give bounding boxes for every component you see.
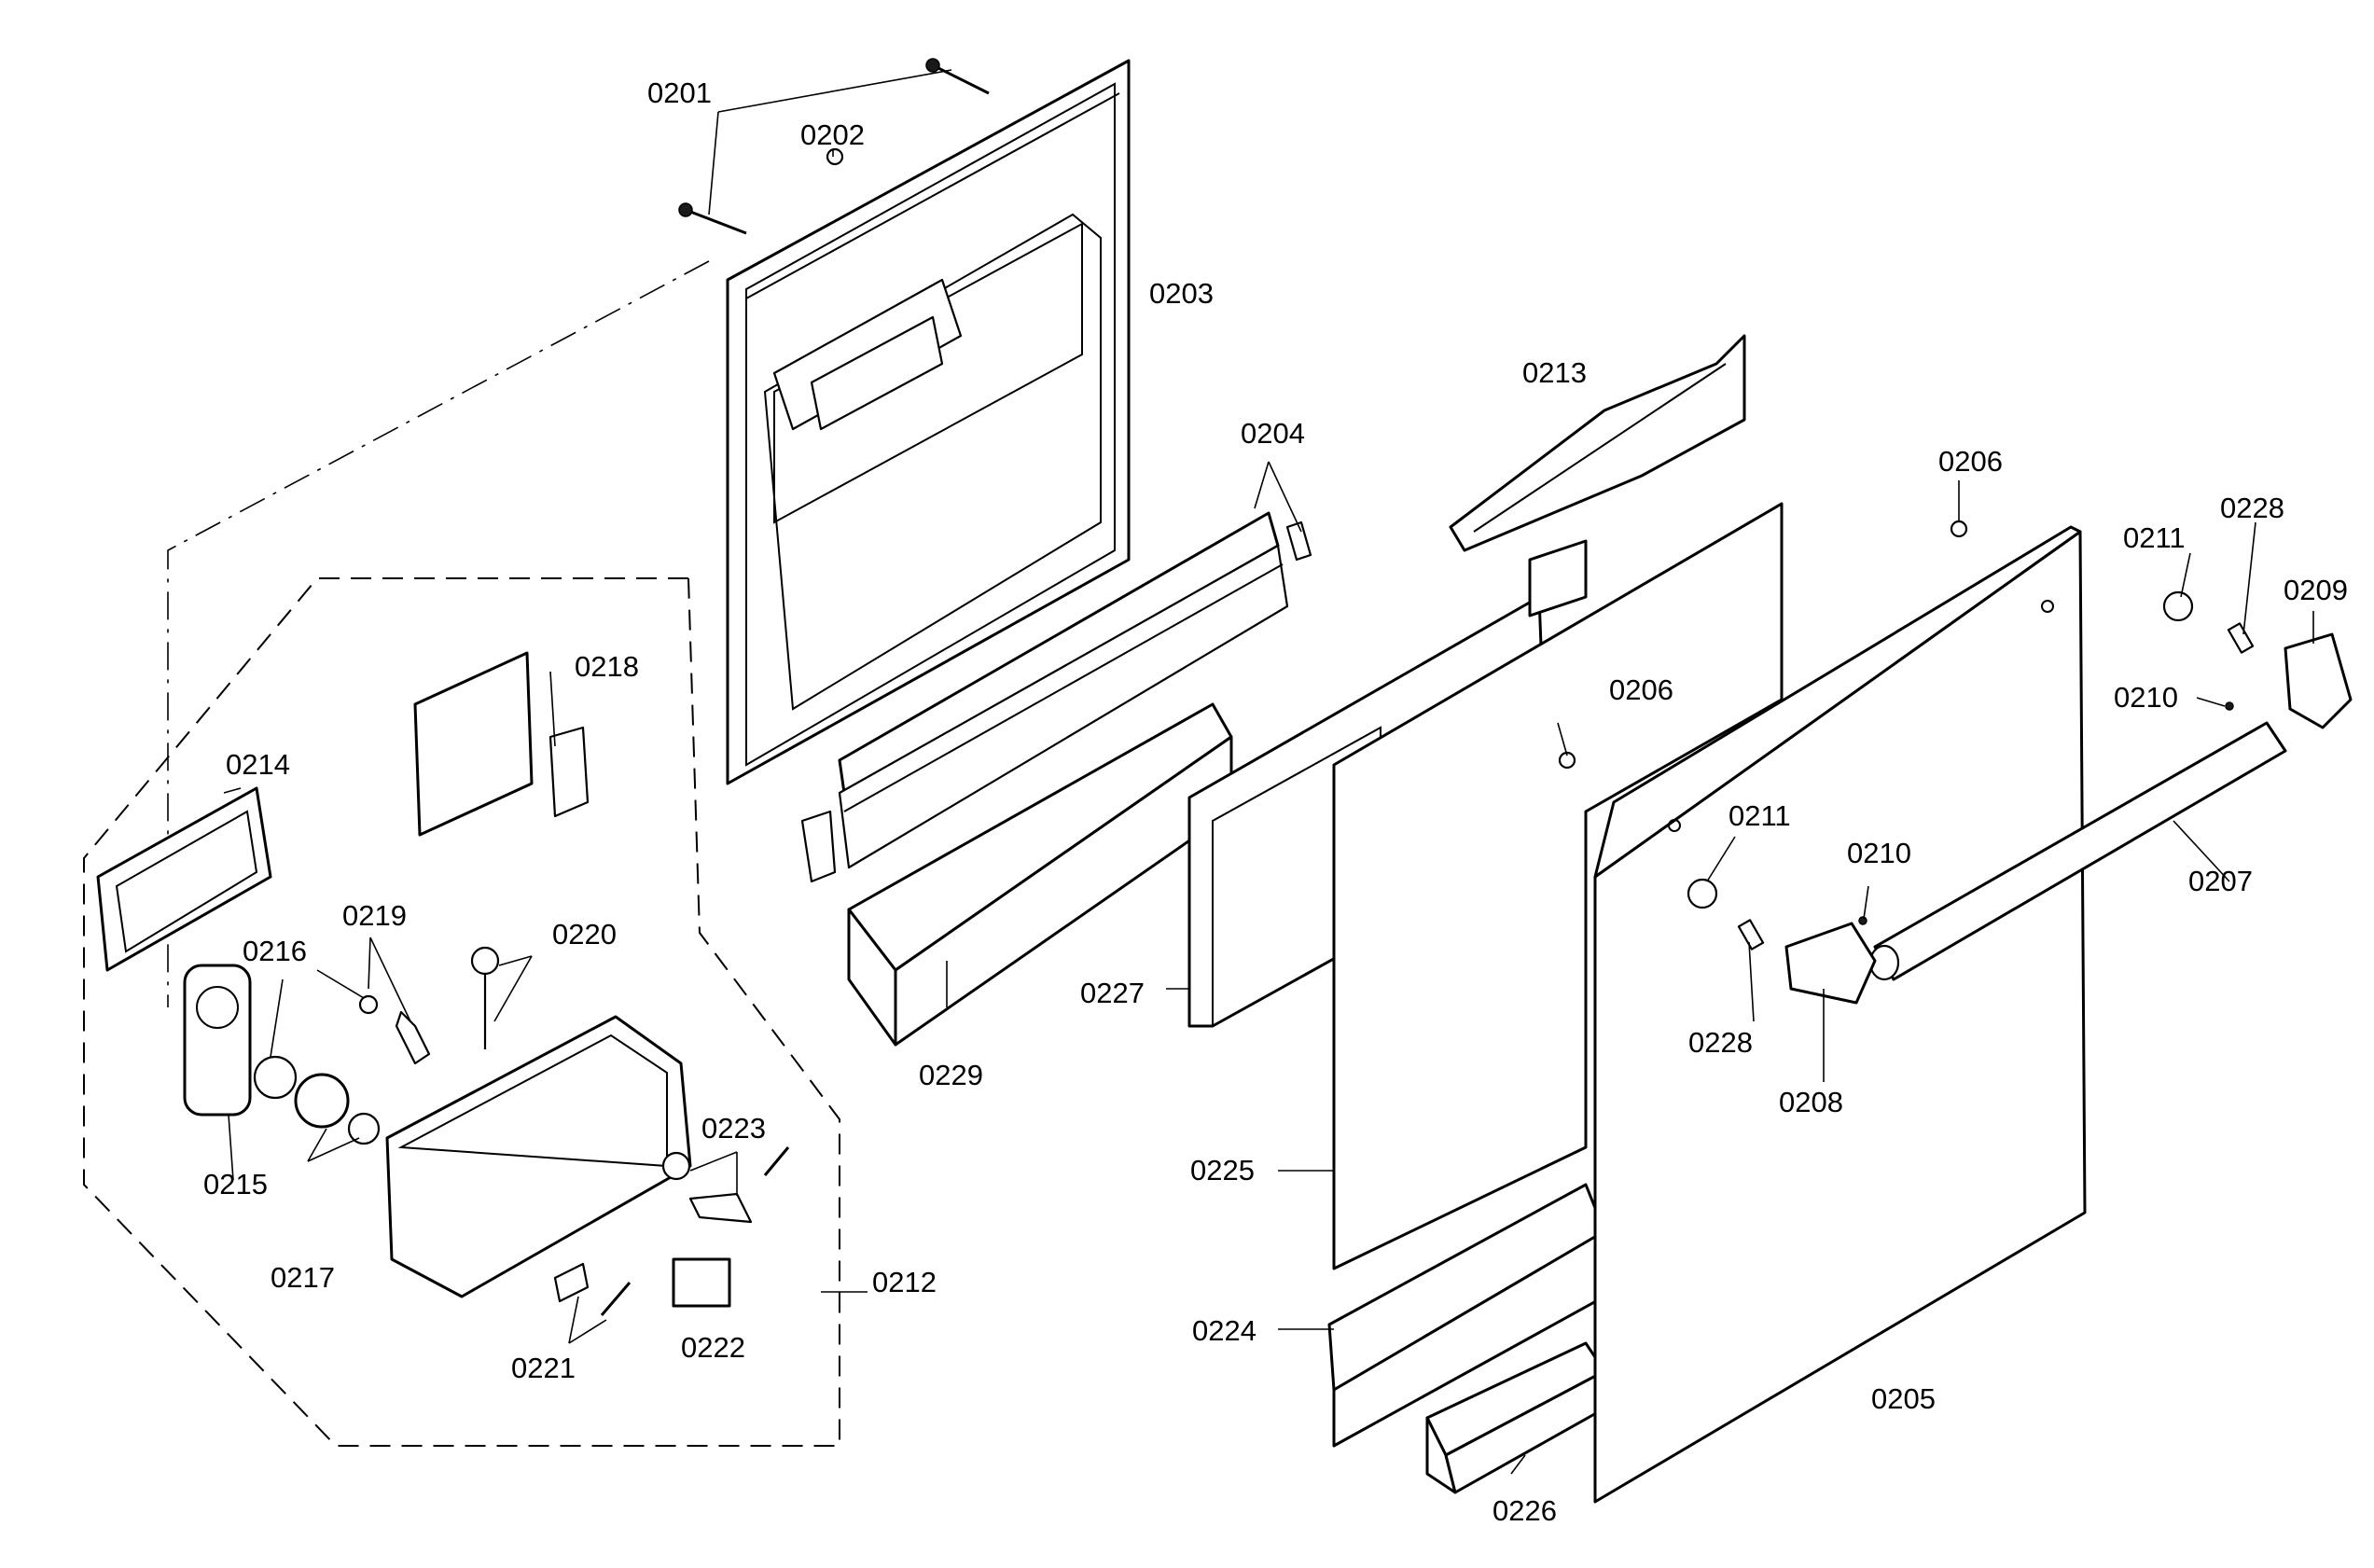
inner-door-part-0203 [726, 59, 1131, 785]
plunger-part-0220 [470, 946, 500, 976]
label-0220: 0220 [552, 918, 617, 951]
panel-part-0225 [1332, 502, 1784, 1270]
leader-lines [223, 69, 2314, 1475]
spring-part-0223 [763, 1146, 790, 1176]
screw-part-0206-mid [1558, 751, 1576, 770]
label-0202: 0202 [800, 118, 865, 151]
filter-part-0218 [413, 651, 590, 837]
screws-part-0201 [678, 58, 990, 235]
dispenser-assembly-boundary [83, 577, 840, 1447]
ball-part-0223 [661, 1151, 691, 1181]
pin-part-0228-top [2227, 622, 2255, 654]
handle-end-part-0208 [1784, 922, 1877, 1005]
cap-part-0211-mid [1687, 878, 1718, 909]
label-0214: 0214 [226, 748, 290, 781]
kickboard-part-0229 [847, 702, 1233, 1047]
outer-door-part-0205 [1593, 525, 2087, 1504]
screw-top [932, 63, 990, 95]
label-0226: 0226 [1492, 1494, 1557, 1527]
gasket-reference-line [167, 260, 710, 1007]
label-0213: 0213 [1522, 356, 1587, 389]
label-0203: 0203 [1149, 277, 1214, 310]
gasket-part-0214 [96, 786, 272, 972]
screw-left [685, 208, 747, 235]
label-0207: 0207 [2188, 865, 2253, 897]
label-0201: 0201 [647, 76, 712, 109]
dispenser-part-0212 [385, 1015, 692, 1298]
label-0225: 0225 [1190, 1154, 1255, 1186]
label-0222: 0222 [681, 1331, 745, 1364]
label-0204: 0204 [1241, 417, 1305, 450]
label-0218: 0218 [575, 650, 639, 683]
label-0206-top: 0206 [1938, 445, 2003, 478]
lever-part-0223 [688, 1192, 753, 1224]
label-0219: 0219 [342, 899, 407, 932]
lever-part-0221 [553, 1262, 590, 1303]
label-0211-top: 0211 [2123, 521, 2186, 554]
label-0217: 0217 [271, 1261, 335, 1294]
handle-end-part-0209 [2284, 632, 2353, 729]
label-0211-mid: 0211 [1728, 799, 1791, 832]
label-0228-mid: 0228 [1688, 1026, 1753, 1059]
label-0228-top: 0228 [2220, 492, 2284, 524]
clip-part-0202 [826, 147, 844, 166]
cover-part-0215 [183, 964, 252, 1117]
bracket-part-0219 [395, 1010, 431, 1065]
label-0227: 0227 [1080, 977, 1145, 1009]
cap-part-0211-top [2162, 590, 2194, 622]
screw-part-0206-top [1950, 520, 1968, 538]
pin-part-0228-mid [1737, 919, 1765, 951]
oring-part-0217 [347, 1112, 381, 1145]
label-0212: 0212 [872, 1266, 937, 1298]
label-0216: 0216 [243, 935, 307, 967]
switch-part-0222 [672, 1257, 731, 1308]
label-0205: 0205 [1871, 1382, 1936, 1415]
label-0209: 0209 [2284, 574, 2348, 606]
latch-part-0213 [1449, 334, 1746, 552]
label-0229: 0229 [919, 1059, 983, 1091]
handle-bar-part-0207 [1868, 721, 2287, 981]
label-0210-mid: 0210 [1847, 837, 1911, 869]
screw-part-0210-mid [1858, 916, 1867, 925]
strip-part-0204 [800, 511, 1312, 883]
oring-part-0216 [253, 1055, 298, 1100]
spring-part-0219 [358, 994, 379, 1015]
label-0221: 0221 [511, 1352, 576, 1384]
screw-part-0210-top [2225, 701, 2234, 711]
label-0210-top: 0210 [2114, 681, 2178, 714]
label-0206-mid: 0206 [1609, 673, 1673, 706]
label-0223: 0223 [701, 1112, 766, 1145]
label-0208: 0208 [1779, 1086, 1843, 1118]
spring-part-0221 [600, 1282, 632, 1316]
part-labels: 0201 0202 0203 0204 0205 0206 0206 0207 … [203, 76, 2348, 1527]
cap-part-0217 [294, 1073, 350, 1129]
label-0224: 0224 [1192, 1314, 1256, 1347]
label-0215: 0215 [203, 1168, 268, 1200]
